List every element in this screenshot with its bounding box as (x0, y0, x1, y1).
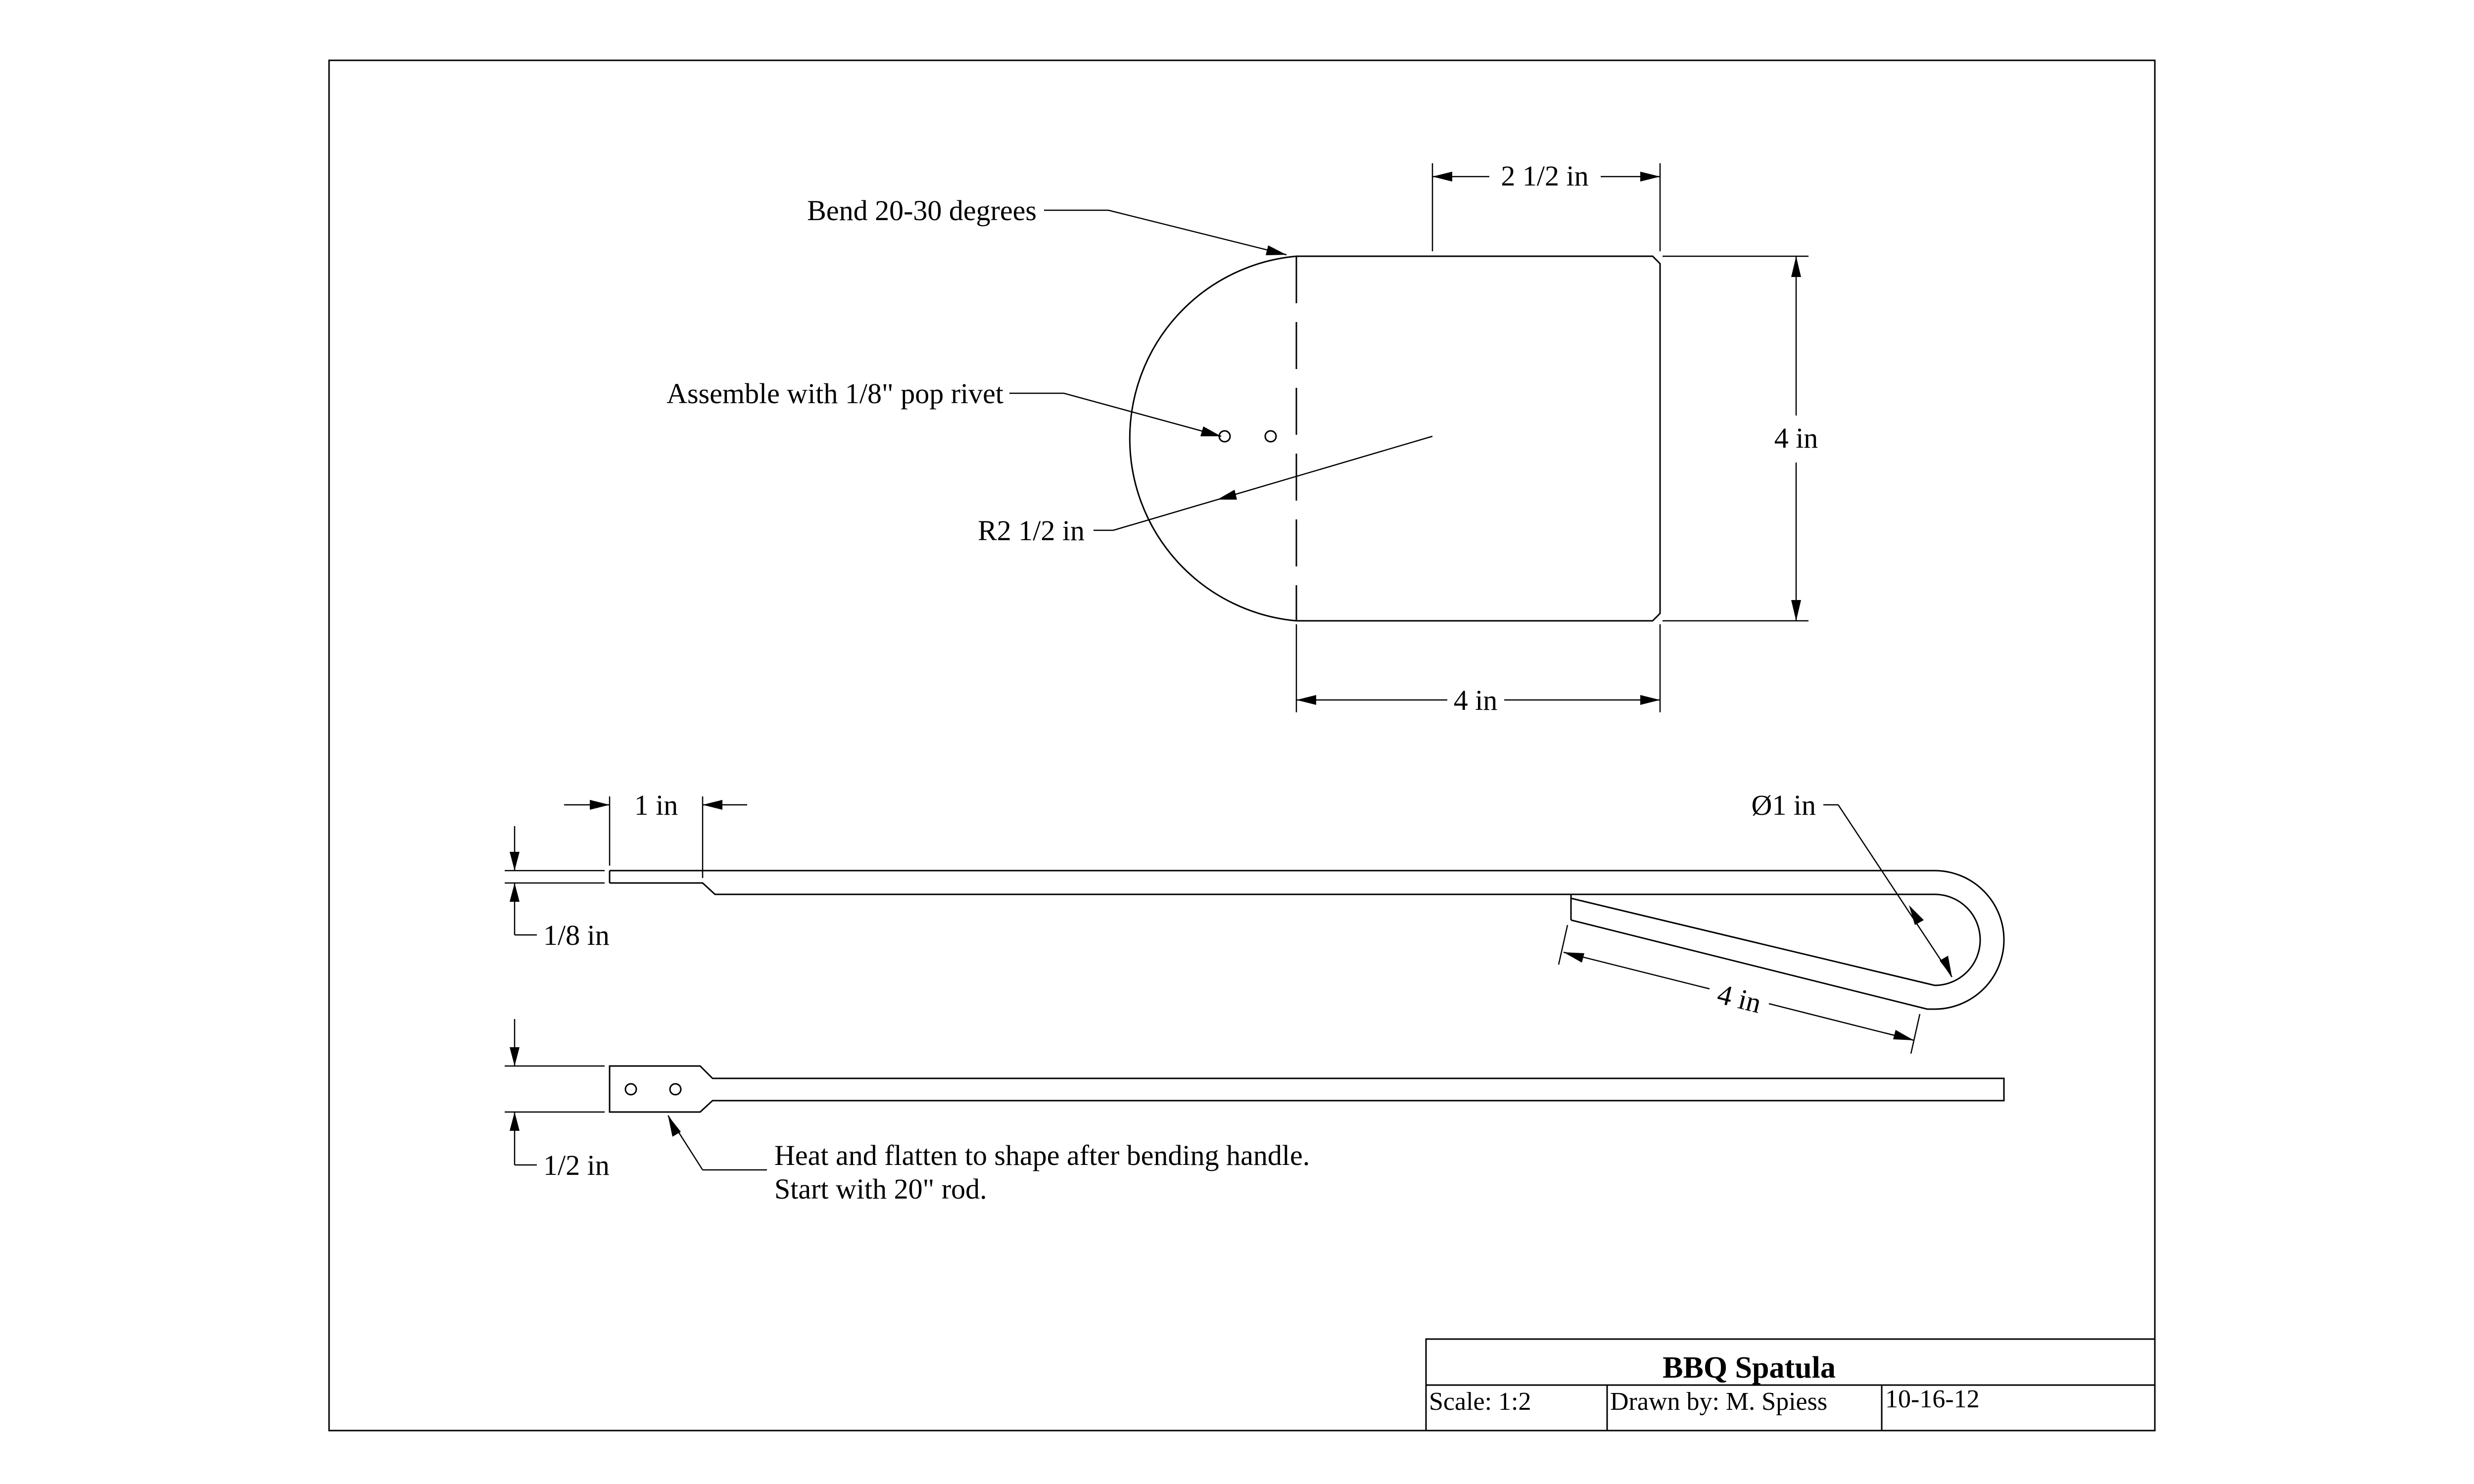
drawn-by-label: Drawn by: M. Spiess (1610, 1388, 1827, 1416)
dim-thickness: 1/8 in (543, 919, 610, 951)
handle-top-view: 1/2 in Heat and flatten to shape after b… (505, 1019, 2005, 1205)
dim-arrow (1640, 695, 1660, 705)
handle-rod-lower (610, 882, 1571, 895)
dim-handle-len: 4 in (1714, 977, 1765, 1020)
handle-rod-outer (610, 870, 2005, 1010)
handle-loop-inner (1570, 893, 1981, 986)
dim-arrow (1791, 600, 1801, 621)
leader-arrow (1217, 490, 1237, 500)
dim-diameter: Ø1 in (1752, 789, 1816, 821)
blade-top-view: 2 1/2 in 4 in 4 in Bend 20-30 degrees As… (666, 160, 1818, 716)
dim-height: 4 in (1774, 422, 1818, 454)
sheet-border (328, 59, 2156, 1432)
rivet-hole-2 (1264, 430, 1277, 443)
note-bend: Bend 20-30 degrees (807, 194, 1037, 227)
dim-width: 1/2 in (543, 1149, 610, 1181)
leader-line (1113, 435, 1433, 531)
leader-arrow (1200, 426, 1221, 436)
dim-arrow (1791, 256, 1801, 277)
dim-top-width: 2 1/2 in (1501, 160, 1588, 192)
scale-label: Scale: 1:2 (1429, 1388, 1531, 1416)
dim-bottom-width: 4 in (1454, 684, 1498, 716)
handle-hole-2 (669, 1083, 682, 1096)
leader-line (1063, 392, 1222, 437)
handle-return-leg (1570, 919, 1935, 1010)
blade-curved-tab (1129, 255, 1297, 622)
note-radius: R2 1/2 in (978, 514, 1085, 547)
leader-line (1108, 209, 1287, 256)
handle-side-view: 1 in 1/8 in Ø1 in 4 in (505, 789, 2005, 1054)
title-block: BBQ Spatula Scale: 1:2 Drawn by: M. Spie… (1425, 1338, 2156, 1432)
date-label: 10-16-12 (1885, 1385, 1980, 1413)
dim-arrow (1640, 172, 1660, 182)
note-heat-line2: Start with 20" rod. (774, 1173, 987, 1205)
drawing-title: BBQ Spatula (1663, 1351, 1836, 1385)
note-heat-line1: Heat and flatten to shape after bending … (774, 1139, 1310, 1171)
dim-arrow (1296, 695, 1316, 705)
dim-stub-length: 1 in (634, 789, 678, 821)
leader-arrow (1266, 245, 1286, 255)
handle-top-outline (609, 1065, 2005, 1113)
handle-hole-1 (624, 1083, 637, 1096)
dim-arrow (1432, 172, 1452, 182)
note-rivet: Assemble with 1/8" pop rivet (666, 377, 1003, 410)
blade-outline (1296, 255, 1661, 622)
